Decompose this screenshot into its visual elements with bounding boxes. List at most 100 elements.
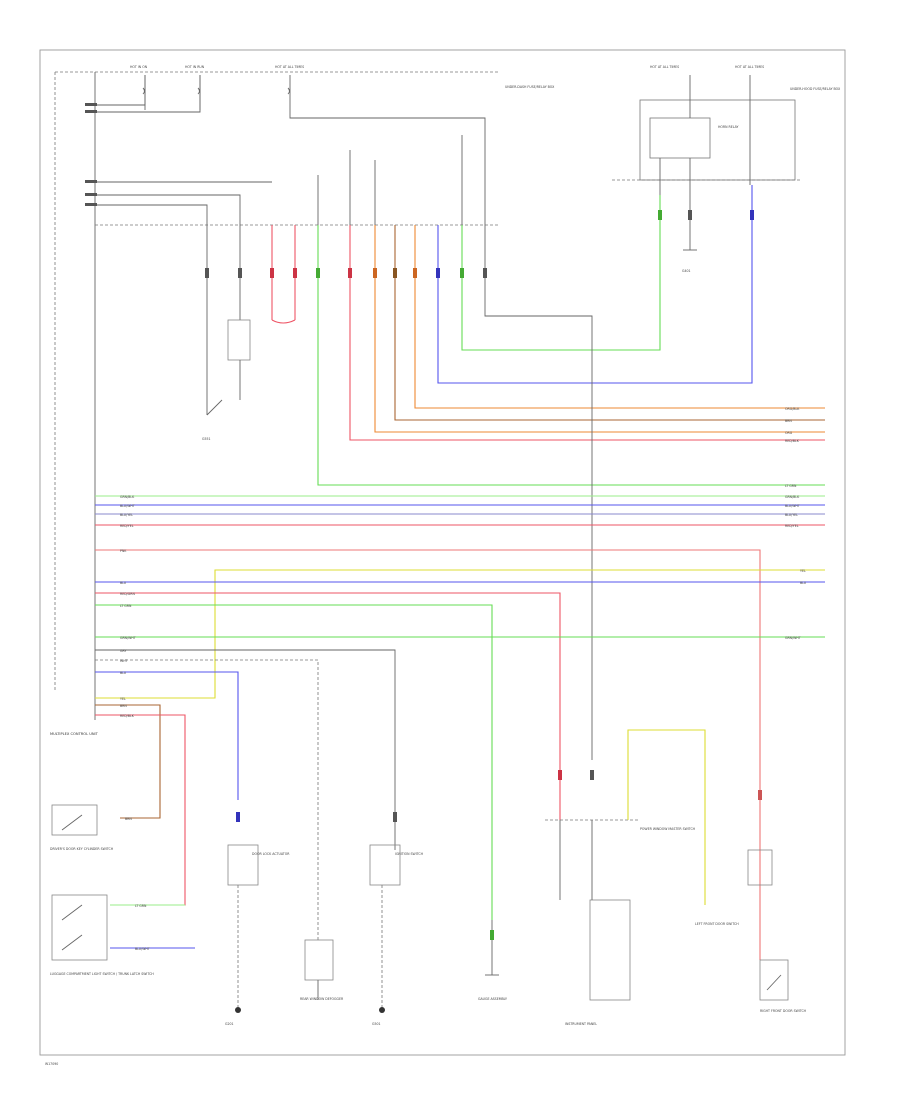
ground-g201-point xyxy=(235,1007,241,1013)
left-code-lt-grn: LT GRN xyxy=(120,604,132,608)
module-pin-labels xyxy=(85,103,97,206)
wire-green-long xyxy=(317,225,825,486)
left-code-wht: WHT xyxy=(120,659,128,663)
wire-code-brn: BRN xyxy=(785,419,792,423)
wire-orange-1 xyxy=(374,225,825,433)
rear-window-label: REAR WINDOW DEFOGGER xyxy=(300,997,344,1001)
driver-door-contact xyxy=(61,814,83,831)
module-header-1: HOT IN ON xyxy=(130,65,148,69)
wire-yellow-bus xyxy=(214,569,825,690)
top-right-header-2: HOT AT ALL TIMES xyxy=(735,65,764,69)
luggage-switch-box xyxy=(51,894,108,961)
wire-code-grn-blk: GRN/BLK xyxy=(785,495,800,499)
vertical-connector-marks xyxy=(205,210,762,940)
wire-brown-left xyxy=(95,704,161,819)
right-door-switch-box xyxy=(759,959,789,1001)
wire-green-loop xyxy=(461,195,661,351)
wire-red-loop xyxy=(271,319,296,324)
left-code-grn-wht: GRN/WHT xyxy=(120,636,136,640)
wire-gray-dashed xyxy=(95,659,319,940)
ground-g401-label: G401 xyxy=(682,269,691,273)
switch-box xyxy=(227,319,251,361)
left-code-blu-yel: BLU/YEL xyxy=(120,513,133,517)
wire-brown-1 xyxy=(394,225,825,421)
left-code-yel: YEL xyxy=(120,697,126,701)
door-lock-box xyxy=(227,844,259,886)
wire-red-left xyxy=(95,714,186,906)
driver-door-switch xyxy=(51,804,98,836)
rear-window-box xyxy=(304,939,334,981)
footer-code: W17090 xyxy=(45,1062,58,1066)
left-code-grn-blk: GRN/BLK xyxy=(120,495,135,499)
wire-pink-right xyxy=(95,549,761,960)
horn-relay-box xyxy=(649,117,711,159)
wire-code-red-blk: RED/BLK xyxy=(785,439,800,443)
door-lock-label: DOOR LOCK ACTUATOR xyxy=(252,852,290,856)
left-code-blu: BLU xyxy=(120,581,127,585)
left-code-blu-2: BLU xyxy=(120,671,127,675)
wire-code-blu-wht: BLU/WHT xyxy=(785,504,800,508)
ground-g201-label: G201 xyxy=(225,1022,234,1026)
bus-wire-6 xyxy=(95,204,208,225)
luggage-contact-1 xyxy=(61,904,83,921)
wire-gray-down xyxy=(484,225,593,760)
bus-wire-1 xyxy=(95,75,146,106)
ignition-label: IGNITION SWITCH xyxy=(395,852,424,856)
left-door-label: LEFT FRONT DOOR SWITCH xyxy=(695,922,739,926)
left-code-blu-wht: BLU/WHT xyxy=(120,504,135,508)
ground-g501-point xyxy=(379,1007,385,1013)
switch-label: G551 xyxy=(202,437,211,441)
left-code-pnk: PNK xyxy=(120,549,127,553)
wire-code-grn-wht: GRN/WHT xyxy=(785,636,801,640)
left-code-brn: BRN xyxy=(120,704,127,708)
wire-code-red-yel: RED/YEL xyxy=(785,524,799,528)
wire-red-long xyxy=(349,225,825,441)
driver-door-label: DRIVER'S DOOR KEY CYLINDER SWITCH xyxy=(50,847,114,851)
wire-yellow-join xyxy=(95,690,216,699)
wire-code-org-blk: ORG/BLK xyxy=(785,407,800,411)
instrument-panel-box xyxy=(589,899,631,1001)
bus-wire-2 xyxy=(95,75,201,113)
luggage-contact-2 xyxy=(61,934,83,951)
horn-relay-label: HORN RELAY xyxy=(718,125,739,129)
module-header-2: HOT IN RUN xyxy=(185,65,205,69)
wire-blue-loop xyxy=(437,185,753,384)
wire-red-down xyxy=(95,592,561,820)
switch-contact xyxy=(206,399,223,416)
left-box-title: MULTIPLEX CONTROL UNIT xyxy=(50,732,99,736)
fuse-group-top xyxy=(142,75,291,110)
left-code-red-yel: RED/YEL xyxy=(120,524,134,528)
left-code-blu-wht-2: BLU/WHT xyxy=(135,947,150,951)
left-code-gry: GRY xyxy=(120,649,126,653)
wire-code-lt-grn: LT GRN xyxy=(785,484,797,488)
bus-wire-3 xyxy=(289,110,486,225)
left-code-red-grn: RED/GRN xyxy=(120,592,135,596)
wire-gray-down-2 xyxy=(95,649,396,850)
right-switch-upper xyxy=(747,849,773,886)
wire-green-down xyxy=(95,604,493,920)
wire-code-org: ORG xyxy=(785,431,793,435)
wire-code-yel: YEL xyxy=(800,569,806,573)
luggage-label: LUGGAGE COMPARTMENT LIGHT SWITCH / TRUNK… xyxy=(50,972,154,976)
wire-code-blu-yel: BLU/YEL xyxy=(785,513,798,517)
ignition-box xyxy=(369,844,401,886)
wire-code-blu: BLU xyxy=(800,581,807,585)
bus-wire-5 xyxy=(95,194,241,225)
left-code-red-blk: RED/BLK xyxy=(120,714,135,718)
outer-frame xyxy=(39,49,846,1056)
underhood-box xyxy=(639,99,796,181)
underhood-box-label: UNDER-HOOD FUSE/RELAY BOX xyxy=(790,87,841,91)
bottom-module-label: INSTRUMENT PANEL xyxy=(565,1022,597,1026)
ground-g501-label: G501 xyxy=(372,1022,381,1026)
module-header-3: HOT AT ALL TIMES xyxy=(275,65,304,69)
wire-yellow-ip xyxy=(627,729,706,905)
main-module-label: UNDER-DASH FUSE/RELAY BOX xyxy=(505,85,555,89)
wire-blue-down xyxy=(95,671,239,800)
left-code-lt-grn-2: LT GRN xyxy=(135,904,147,908)
power-window-label: POWER WINDOW MASTER SWITCH xyxy=(640,827,696,831)
top-right-header-1: HOT AT ALL TIMES xyxy=(650,65,679,69)
wire-orange-2 xyxy=(414,225,825,409)
right-door-contact xyxy=(766,974,782,991)
